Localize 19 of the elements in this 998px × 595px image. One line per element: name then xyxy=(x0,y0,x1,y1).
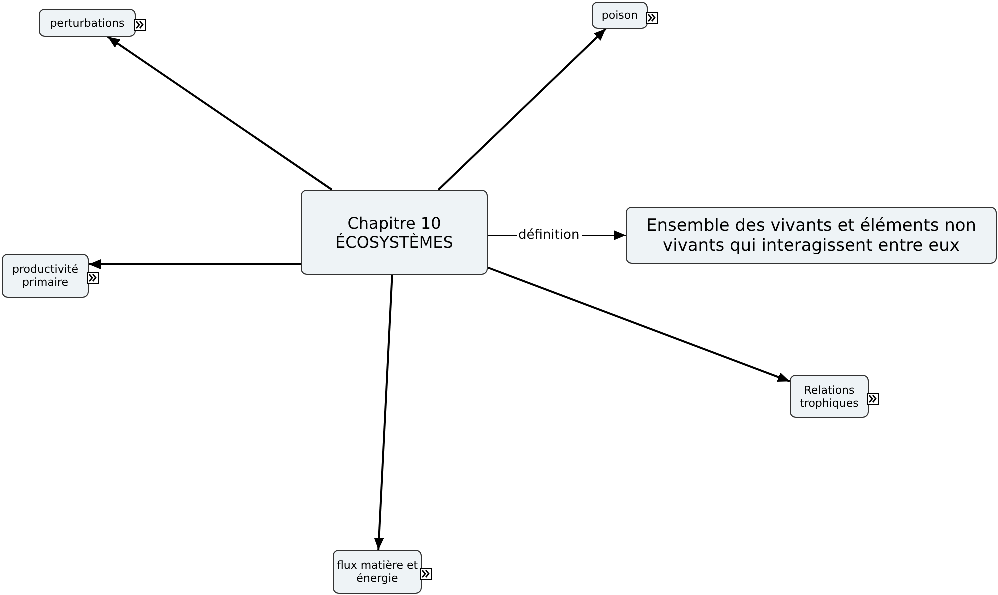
arrow xyxy=(438,28,607,191)
concept-box xyxy=(2,254,89,298)
arrow xyxy=(488,266,790,383)
concept-text: Ensemble des vivants et éléments non vivants qui interagissent entre eux xyxy=(645,216,978,256)
concept-box xyxy=(790,375,869,418)
concept-box xyxy=(592,2,648,29)
concept-text: productivité primaire xyxy=(11,263,80,289)
concept-text: Relations trophiques xyxy=(799,384,860,410)
concept-box xyxy=(626,207,997,264)
arrow xyxy=(89,260,301,270)
arrow xyxy=(107,36,333,191)
arrow xyxy=(374,274,394,550)
concept-text: perturbations xyxy=(50,16,125,30)
concept-text: flux matière et énergie xyxy=(336,559,420,585)
concept-box xyxy=(333,550,422,594)
concept-text: poison xyxy=(602,9,638,22)
concept-box xyxy=(301,190,488,275)
concept-text: Chapitre 10 ÉCOSYSTÈMES xyxy=(334,214,454,252)
concept-box xyxy=(39,9,136,37)
